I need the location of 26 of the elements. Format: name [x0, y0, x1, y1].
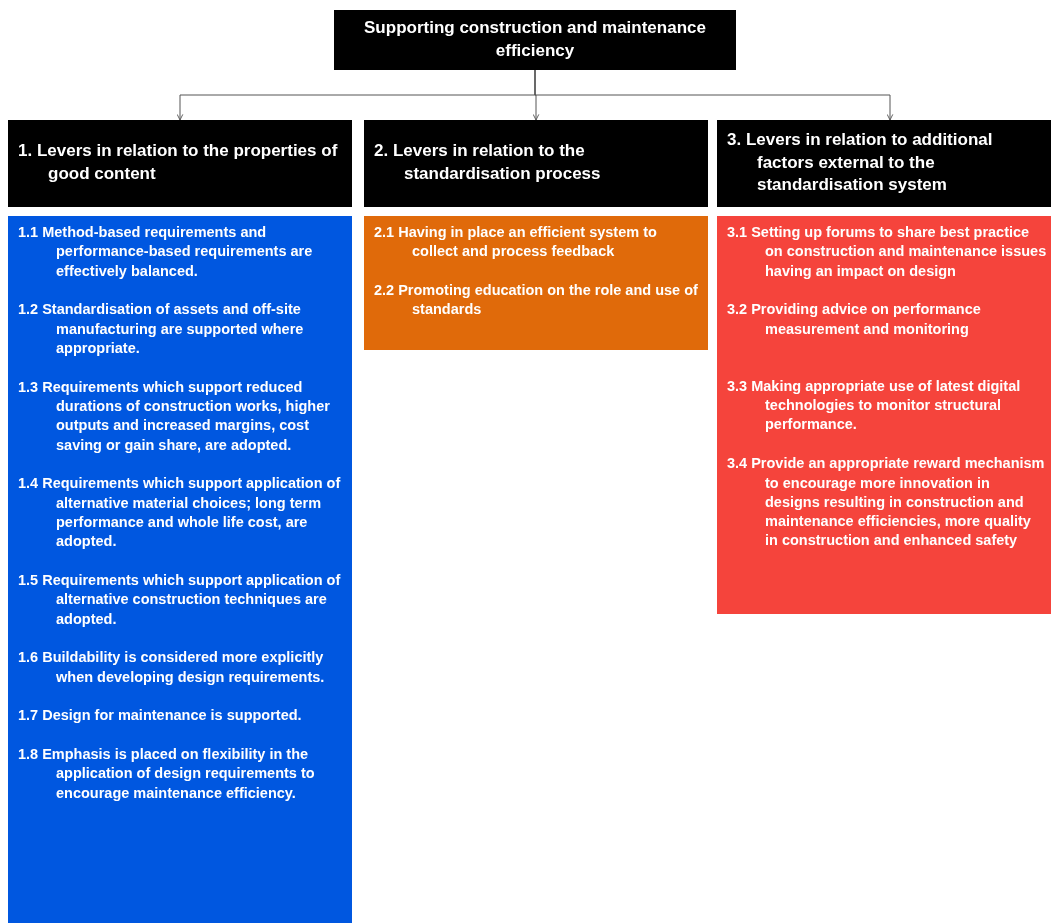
lever-item-text: 3.1 Setting up forums to share best practice on construction and maintenance issues having an impact on design — [727, 223, 1047, 281]
category-header — [717, 120, 1051, 207]
lever-list-panel — [364, 216, 708, 350]
lever-item-text: 2.1 Having in place an efficient system to collect and process feedback — [374, 223, 658, 262]
lever-item-text: 1.7 Design for maintenance is supported. — [18, 706, 303, 726]
lever-item-text: 1.2 Standardisation of assets and off-site manufacturing are supported where appropriate. — [18, 300, 305, 358]
lever-item-text: 3.3 Making appropriate use of latest digital technologies to monitor structural performance. — [727, 376, 1022, 435]
lever-item-text: 1.6 Buildability is considered more explicitly when developing design requirements. — [18, 648, 326, 687]
header-text: 2. Levers in relation to the standardisation process — [374, 140, 602, 185]
arrow — [534, 69, 894, 121]
lever-list-panel — [8, 216, 352, 923]
header-text: 1. Levers in relation to the properties of good content — [18, 140, 339, 185]
category-header — [8, 120, 352, 207]
lever-item-text: 2.2 Promoting education on the role and use of standards — [374, 281, 699, 320]
lever-list-panel — [717, 216, 1051, 614]
title-text: Supporting construction and maintenance efficiency — [363, 17, 707, 62]
lever-item-text: 3.4 Provide an appropriate reward mechanism to encourage more innovation in designs resulting in construction and maintenance efficiencies, more quality in construction and enhanced safety — [727, 454, 1046, 551]
lever-item-text: 1.4 Requirements which support application of alternative material choices; long term performance and whole life cost, are adopted. — [18, 474, 342, 552]
title-box — [334, 10, 736, 70]
category-header — [364, 120, 708, 207]
lever-item-text: 1.1 Method-based requirements and performance-based requirements are effectively balanced. — [18, 223, 314, 281]
header-text: 3. Levers in relation to additional factors external to the standardisation system — [727, 129, 994, 197]
lever-item-text: 1.5 Requirements which support application of alternative construction techniques are adopted. — [18, 570, 342, 629]
lever-item-text: 1.8 Emphasis is placed on flexibility in the application of design requirements to encourage maintenance efficiency. — [18, 745, 316, 803]
lever-item-text: 3.2 Providing advice on performance measurement and monitoring — [727, 300, 982, 339]
lever-item-text: 1.3 Requirements which support reduced durations of construction works, higher outputs and increased margins, cost saving or gain share, are adopted. — [18, 377, 331, 455]
